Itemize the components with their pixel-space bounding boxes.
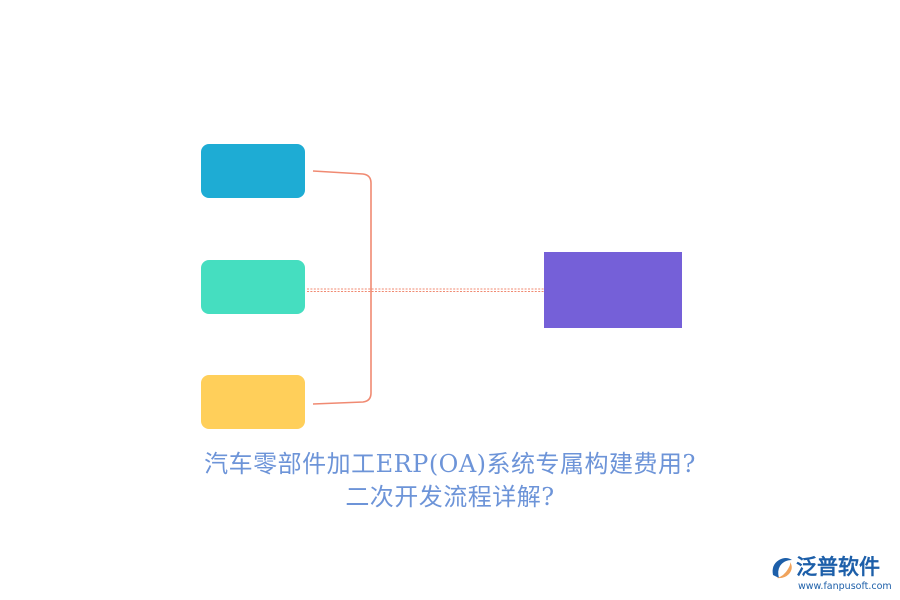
brand-url: www.fanpusoft.com: [798, 581, 892, 592]
node-purple-box: [544, 252, 682, 328]
node-blue-box: [201, 144, 305, 198]
brand-name: 泛普软件: [796, 555, 880, 579]
diagram-title-line-2: 二次开发流程详解?: [345, 483, 555, 511]
bracket-connector: [312, 170, 372, 405]
node-teal-box: [201, 260, 305, 314]
diagram-title-line-1: 汽车零部件加工ERP(OA)系统专属构建费用?: [204, 450, 696, 478]
node-yellow-box: [201, 375, 305, 429]
fanpu-logo-icon: [772, 558, 792, 579]
brand-logo: 泛普软件 www.fanpusoft.com: [768, 552, 892, 594]
